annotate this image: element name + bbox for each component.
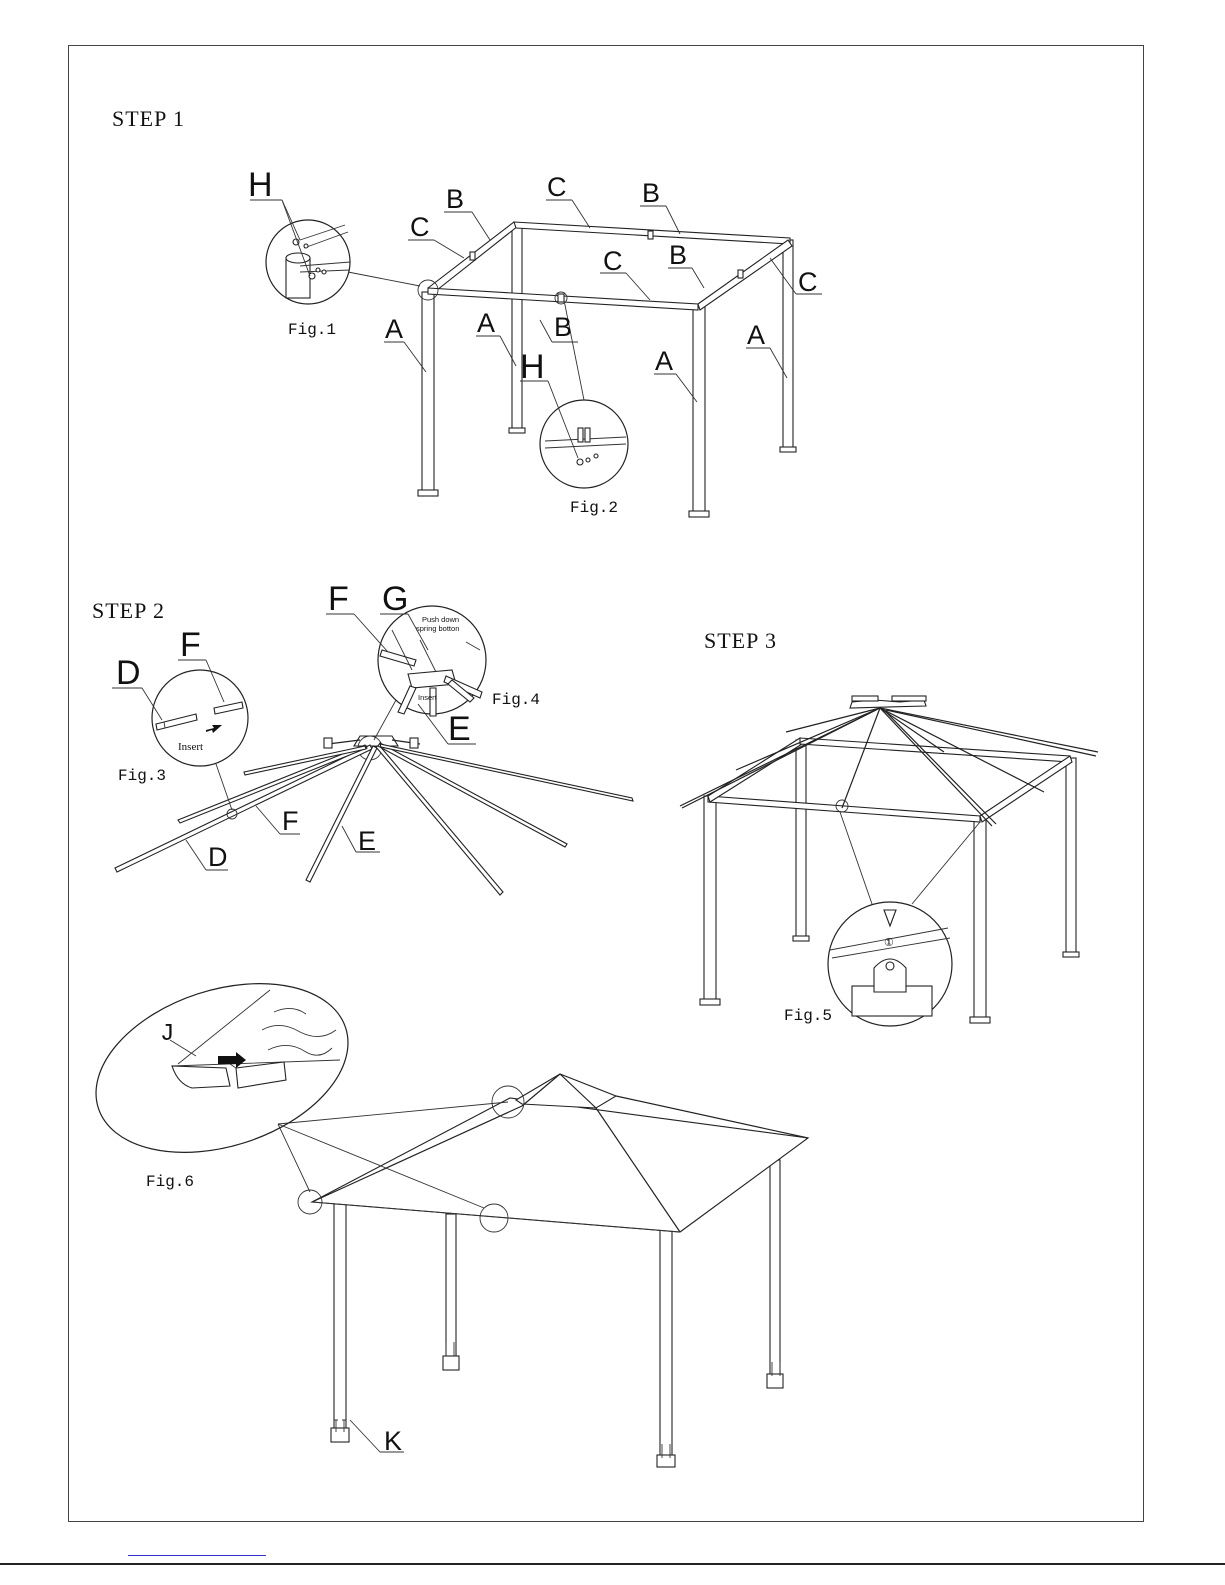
fig6-caption: Fig.6 [146, 1173, 194, 1191]
label-F-fig4: F [328, 580, 349, 618]
label-E-rib: E [358, 826, 376, 856]
fig5-detail: ① [828, 812, 980, 1026]
label-E-fig4: E [448, 710, 471, 748]
fig1-caption: Fig.1 [288, 321, 336, 339]
rib-D [115, 745, 372, 872]
label-B-front: B [554, 312, 572, 342]
fig6-detail: J [74, 954, 369, 1183]
fig3-caption: Fig.3 [118, 767, 166, 785]
fig1-detail [250, 200, 420, 304]
label-K: K [384, 1426, 402, 1456]
insert-small-annotation: Insert [418, 693, 438, 702]
label-D-fig3: D [116, 654, 141, 692]
label-B-back: B [642, 178, 660, 208]
label-B-right: B [669, 240, 687, 270]
label-C-right: C [798, 267, 818, 297]
label-F-fig3: F [180, 626, 201, 664]
label-F-rib: F [282, 806, 299, 836]
footer-rule [0, 1563, 1225, 1565]
leg-back-right [780, 240, 796, 452]
label-H-fig2: H [520, 348, 545, 386]
fig2-detail [520, 300, 628, 488]
push-down-line2: spring botton [416, 624, 459, 633]
leg-front-right [689, 305, 709, 517]
label-C-back: C [547, 172, 567, 202]
leg-front-left [418, 292, 438, 496]
fig4-caption: Fig.4 [492, 691, 540, 709]
label-C-left: C [410, 212, 430, 242]
label-A-back-left: A [477, 308, 495, 338]
fig2-caption: Fig.2 [570, 499, 618, 517]
push-down-line1: Push down [422, 615, 459, 624]
step3-frame-with-roof: ① Fig.5 [680, 696, 1098, 1026]
step1-frame-drawing: H H A A A A B B B B C C C C Fig.1 Fig.2 [248, 166, 822, 517]
beam-right-side [698, 240, 792, 310]
label-G-fig4: G [382, 580, 408, 618]
label-B-left: B [446, 184, 464, 214]
rib-F-left [178, 745, 367, 823]
label-C-front: C [603, 246, 623, 276]
step2-roof-ribs: Insert Push down spring botton Insert [112, 580, 633, 895]
canopy-lower-roof [312, 1098, 808, 1232]
label-J: J [160, 1021, 174, 1048]
insert-annotation: Insert [178, 741, 203, 753]
footer-link-underline [128, 1555, 266, 1556]
leg-back-left [509, 225, 525, 433]
label-A-front-left: A [385, 314, 403, 344]
bolt-number: ① [884, 937, 894, 949]
label-H-fig1: H [248, 166, 273, 204]
rib-right [378, 743, 567, 847]
canopy-drawing: J Fig.6 K [74, 954, 808, 1467]
label-D-rib: D [208, 842, 228, 872]
label-A-back-right: A [747, 320, 765, 350]
fig5-caption: Fig.5 [784, 1007, 832, 1025]
label-A-front-right: A [655, 346, 673, 376]
